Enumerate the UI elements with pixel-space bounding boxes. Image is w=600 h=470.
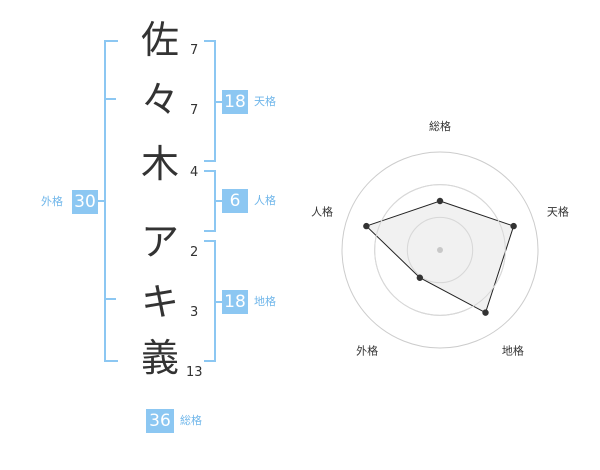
radar-polygon — [365, 200, 515, 314]
radar-point-1 — [436, 197, 444, 205]
jinkaku-connector — [214, 200, 222, 202]
gaikaku-bracket-tick — [104, 298, 116, 300]
tenkaku-connector — [214, 101, 222, 103]
stroke-count-2: 7 — [190, 103, 199, 118]
radar-ring-inner — [406, 216, 474, 284]
soukaku-badge: 36 — [146, 409, 174, 433]
radar-point-4 — [416, 274, 424, 281]
name-char-3: 木 — [140, 142, 179, 186]
radar-axis-label: 外格 — [356, 343, 378, 357]
radar-axis-label: 人格 — [311, 205, 333, 219]
stroke-count-6: 13 — [186, 365, 203, 380]
name-char-4: ア — [140, 220, 179, 264]
tenkaku-badge: 18 — [222, 90, 248, 114]
tenkaku-label: 天格 — [254, 95, 276, 108]
gaikaku-connector — [96, 200, 106, 202]
gaikaku-label: 外格 — [41, 195, 63, 208]
stroke-count-5: 3 — [190, 305, 199, 320]
radar-point-3 — [482, 309, 489, 316]
name-char-6: 義 — [140, 336, 179, 380]
stroke-count-4: 2 — [190, 245, 199, 260]
chikaku-connector — [214, 301, 222, 303]
gaikaku-badge: 30 — [72, 190, 98, 214]
soukaku-label: 総格 — [180, 414, 202, 427]
chikaku-label: 地格 — [254, 295, 276, 308]
stroke-count-3: 4 — [190, 165, 199, 180]
radar-point-5 — [363, 222, 370, 230]
jinkaku-label: 人格 — [254, 194, 276, 207]
jinkaku-badge: 6 — [222, 189, 248, 213]
stroke-count-1: 7 — [190, 43, 199, 58]
radar-axis-label: 地格 — [502, 343, 524, 357]
gaikaku-bracket-tick — [104, 98, 116, 100]
radar-axis-label: 総格 — [429, 119, 451, 133]
radar-axis-label: 天格 — [547, 205, 569, 219]
name-char-2: 々 — [140, 78, 179, 122]
radar-ring-inner — [374, 184, 506, 316]
name-char-1: 佐 — [140, 18, 179, 62]
radar-ring — [341, 151, 539, 349]
gaikaku-bracket — [104, 40, 118, 362]
chikaku-badge: 18 — [222, 290, 248, 314]
name-char-5: キ — [140, 280, 179, 324]
radar-center-dot — [437, 247, 443, 253]
radar-point-2 — [510, 222, 517, 230]
